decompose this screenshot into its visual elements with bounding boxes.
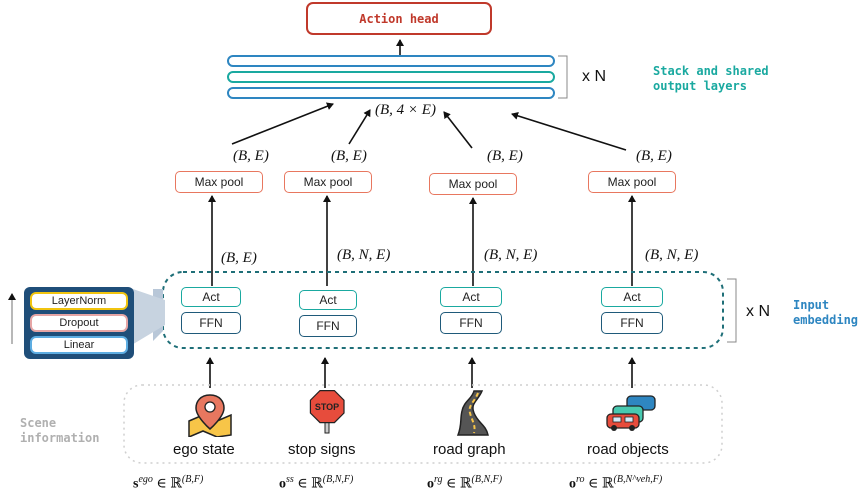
ffn-label: FFN	[199, 316, 223, 330]
pooled-shape-ss: (B, E)	[331, 148, 367, 164]
maxpool-label: Max pool	[607, 175, 657, 189]
stop-sign-icon: STOP	[309, 390, 345, 434]
source-ego-state: ego state	[173, 441, 235, 458]
act-label: Act	[623, 290, 641, 304]
action-head-box: Action head	[306, 2, 492, 35]
legend-layernorm: LayerNorm	[30, 292, 128, 310]
ffn-label: FFN	[316, 319, 340, 333]
stack-note: Stack and shared output layers	[653, 64, 769, 94]
layer-legend: LayerNorm Dropout Linear	[24, 287, 134, 359]
stack-bracket	[558, 55, 568, 99]
ffn-ro: FFN	[601, 312, 663, 334]
legend-callout-wedge	[130, 288, 165, 346]
svg-text:STOP: STOP	[315, 402, 339, 412]
legend-linear: Linear	[30, 336, 128, 354]
pooled-shape-ro: (B, E)	[636, 148, 672, 164]
embed-repeat-label: x N	[746, 303, 770, 320]
ffn-label: FFN	[620, 316, 644, 330]
arrow-pool-rg	[443, 111, 473, 149]
act-label: Act	[319, 293, 337, 307]
embed-note-line1: Input	[793, 298, 830, 312]
embedding-region	[162, 271, 724, 349]
act-label: Act	[462, 290, 480, 304]
ffn-label: FFN	[459, 316, 483, 330]
source-road-objects: road objects	[587, 441, 669, 458]
stack-layer	[227, 71, 555, 83]
maxpool-ro: Max pool	[588, 171, 676, 193]
source-stop-signs: stop signs	[288, 441, 356, 458]
scene-note-line1: Scene	[20, 416, 57, 430]
maxpool-label: Max pool	[194, 175, 244, 189]
pooled-shape-rg: (B, E)	[487, 148, 523, 164]
scene-note: Scene information	[20, 416, 99, 446]
embed-shape-rg: (B, N, E)	[484, 247, 538, 263]
act-rg: Act	[440, 287, 502, 307]
formula-ego: sego ∈ ℝ(B,F)	[133, 474, 204, 492]
legend-dropout: Dropout	[30, 314, 128, 332]
stack-layer	[227, 55, 555, 67]
act-ego: Act	[181, 287, 241, 307]
formula-ss: oss ∈ ℝ(B,N,F)	[279, 474, 354, 492]
scene-note-line2: information	[20, 431, 100, 445]
arrow-pool-ro	[511, 111, 627, 151]
act-ro: Act	[601, 287, 663, 307]
arrow-pool-ego	[231, 102, 334, 145]
act-ss: Act	[299, 290, 357, 310]
embed-shape-ego: (B, E)	[221, 250, 257, 266]
stack-repeat-label: x N	[582, 68, 606, 85]
source-road-graph: road graph	[433, 441, 506, 458]
maxpool-label: Max pool	[303, 175, 353, 189]
concat-shape-label: (B, 4 × E)	[375, 102, 436, 118]
stack-note-line1: Stack and shared	[653, 64, 769, 78]
road-icon	[456, 390, 489, 436]
formula-ro: oro ∈ ℝ(B,N^veh,F)	[569, 474, 663, 492]
pooled-shape-ego: (B, E)	[233, 148, 269, 164]
embed-note-line2: embedding	[793, 313, 859, 327]
maxpool-ss: Max pool	[284, 171, 372, 193]
arrow-pool-ss	[348, 109, 371, 145]
act-label: Act	[202, 290, 220, 304]
embed-shape-ss: (B, N, E)	[337, 247, 391, 263]
maxpool-ego: Max pool	[175, 171, 263, 193]
ffn-ss: FFN	[299, 315, 357, 337]
stack-note-line2: output layers	[653, 79, 747, 93]
embed-note: Input embedding	[793, 298, 858, 328]
cars-icon	[606, 395, 656, 431]
map-pin-icon	[188, 394, 232, 437]
embed-bracket	[727, 278, 737, 343]
ffn-rg: FFN	[440, 312, 502, 334]
formula-rg: org ∈ ℝ(B,N,F)	[427, 474, 503, 492]
maxpool-label: Max pool	[448, 177, 498, 191]
maxpool-rg: Max pool	[429, 173, 517, 195]
action-head-label: Action head	[359, 11, 439, 26]
embed-shape-ro: (B, N, E)	[645, 247, 699, 263]
ffn-ego: FFN	[181, 312, 241, 334]
stack-layer	[227, 87, 555, 99]
